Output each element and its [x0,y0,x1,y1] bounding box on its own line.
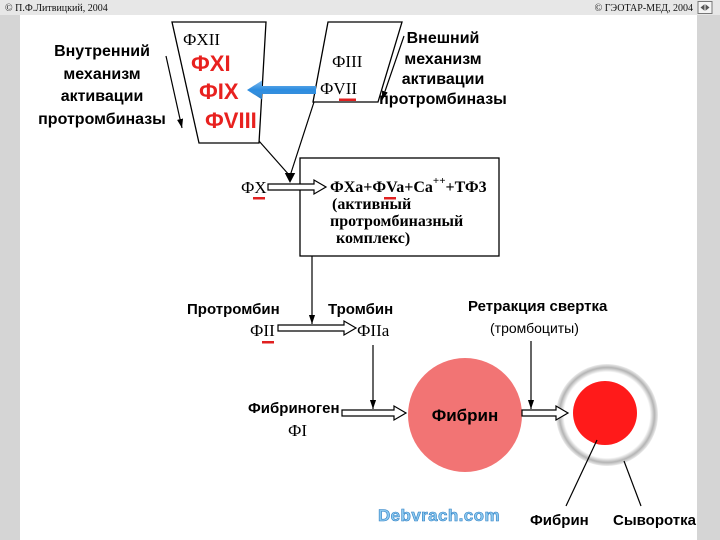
serum-label: Сыворотка [613,512,697,529]
extrinsic-label-line: протромбиназы [379,91,507,108]
fibrin-disc [408,358,522,472]
clot-retraction-label: Ретракция свертка [468,298,608,315]
converging-arrow-right [289,101,315,177]
factor-xi-label: ФXI [191,51,231,76]
intrinsic-pathway-label: Внутренний механизм активации протромбин… [38,43,166,128]
prothrombinase-complex-box [299,157,500,257]
complex-description-line: (активный [332,196,411,213]
hollow-arrow-fibrin-to-clot [521,404,570,422]
factor-viii-label: ФVIII [205,108,257,133]
intrinsic-label-line: активации [61,88,144,105]
factor-va-underline [384,197,396,200]
extrinsic-pathway-label: Внешний механизм активации протромбиназы [379,30,507,108]
complex-description-line: комплекс) [336,230,410,247]
hollow-arrow-prothrombin-to-thrombin [277,319,358,337]
intrinsic-label-line: механизм [63,66,140,83]
arrow-intrinsic-to-cascade [165,55,184,129]
extrinsic-label-line: механизм [404,51,481,68]
leader-line-serum [623,460,642,507]
arrow-extrinsic-to-cascade [381,35,405,101]
factor-x-label: ФX [241,178,267,197]
complex-description-line: протромбиназный [330,213,463,230]
factor-xii-label: ФXII [183,30,220,49]
hollow-arrow-x-to-complex [267,178,328,196]
navigation-icon[interactable] [697,1,713,14]
intrinsic-label-line: протромбиназы [38,111,166,128]
publisher-credit: © ГЭОТАР-МЕД, 2004 [595,3,693,14]
fibrinogen-label: Фибриноген [248,400,340,417]
intrinsic-cascade-box [171,21,267,144]
factor-vii-label: ФVII [320,79,357,98]
watermark: Debvrach.com [378,506,500,525]
extrinsic-label-line: активации [402,71,485,88]
extrinsic-cascade-box [312,21,403,103]
complex-formula: ФXa+ФVa+Ca+++ТФ3 [330,175,487,196]
extrinsic-label-line: Внешний [407,30,480,47]
factor-ix-label: ФIX [199,79,239,104]
factor-ii-label: ФII [250,321,275,340]
factor-x-underline [253,197,265,200]
converging-arrowhead [284,173,296,183]
complex-formula-superscript: ++ [433,175,446,187]
clot-fibrin-label: Фибрин [530,512,589,529]
factor-ii-underline [262,341,274,344]
fibrin-disc-label: Фибрин [432,406,499,425]
factor-i-label: ФI [288,421,307,440]
blue-activation-arrow [247,80,316,100]
leader-line-fibrin [565,439,598,507]
thrombin-label: Тромбин [328,301,393,318]
retracted-clot-core [573,381,637,445]
complex-formula-tail: +ТФ3 [445,179,486,196]
platelets-note: (тромбоциты) [490,320,579,336]
intrinsic-label-line: Внутренний [54,43,150,60]
complex-formula-main: ФXa+ФVa+Ca [330,179,433,196]
factor-vii-underline [339,98,356,101]
factor-iia-label: ФIIa [357,321,390,340]
converging-arrow-left [258,140,291,177]
factor-iii-label: ФIII [332,52,363,71]
author-credit: © П.Ф.Литвицкий, 2004 [5,3,108,14]
header-bar [0,0,720,15]
prothrombin-label: Протромбин [187,301,280,318]
hollow-arrow-fibrinogen-to-fibrin [341,404,408,422]
